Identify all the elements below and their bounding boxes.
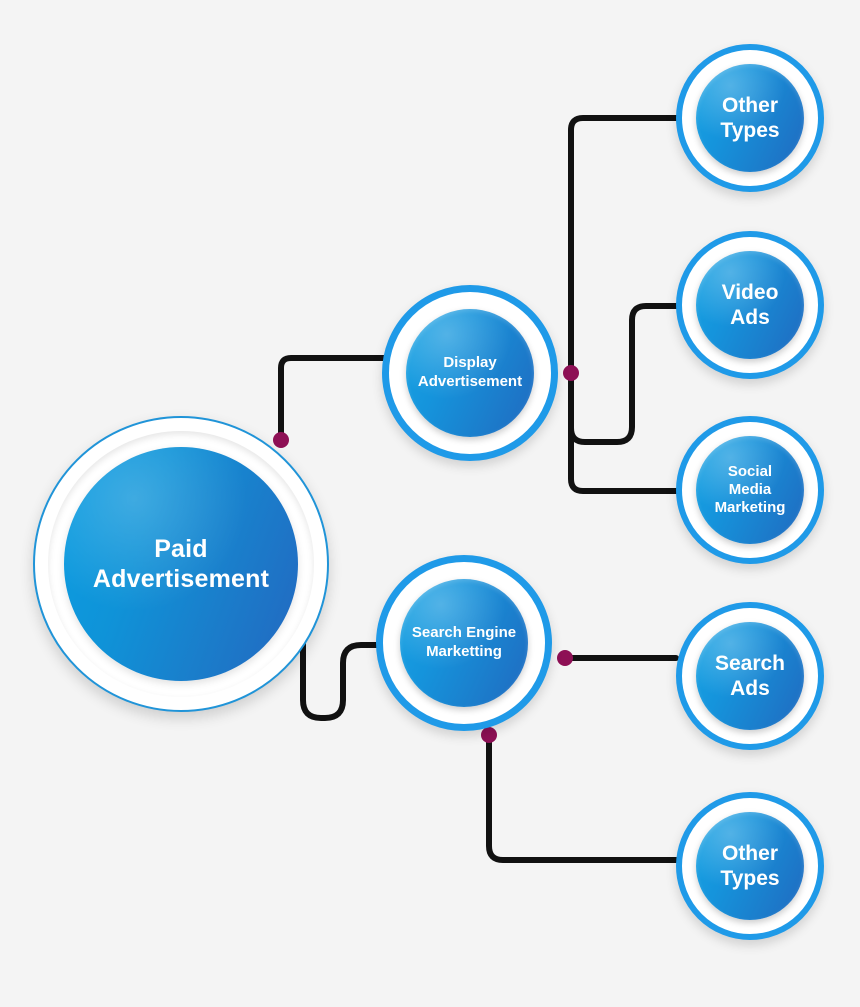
connector-display-to-video-ads	[568, 303, 679, 445]
node-social-media-marketing[interactable]: Social Media Marketing	[676, 416, 824, 564]
node-paid-advertisement[interactable]: Paid Advertisement	[33, 416, 329, 712]
node-search-ads[interactable]: Search Ads	[676, 602, 824, 750]
junction-dot-root-top	[273, 432, 289, 448]
node-core: Other Types	[696, 812, 804, 920]
node-label-paid-advertisement: Paid Advertisement	[92, 534, 270, 594]
node-label-search-ads: Search Ads	[714, 651, 786, 700]
node-label-display-advertisement: Display Advertisement	[417, 354, 523, 390]
node-video-ads[interactable]: Video Ads	[676, 231, 824, 379]
junction-dot-sem-bottom	[481, 727, 497, 743]
node-label-video-ads: Video Ads	[721, 280, 779, 329]
node-label-social-media-marketing: Social Media Marketing	[714, 462, 786, 517]
node-sem-other-types[interactable]: Other Types	[676, 792, 824, 940]
connector-display-to-social-media	[568, 370, 679, 494]
node-label-search-engine-marketting: Search Engine Marketting	[411, 624, 517, 660]
connector-sem-to-other-types	[486, 732, 679, 863]
connector-root-to-display	[278, 355, 395, 443]
node-core: Social Media Marketing	[696, 436, 804, 544]
node-core: Paid Advertisement	[64, 447, 298, 681]
node-label-display-other-types: Other Types	[720, 93, 780, 142]
junction-dot-sem-right	[557, 650, 573, 666]
connector-display-to-other-types	[568, 115, 679, 376]
node-core: Search Ads	[696, 622, 804, 730]
node-display-advertisement[interactable]: Display Advertisement	[382, 285, 558, 461]
node-core: Other Types	[696, 64, 804, 172]
node-search-engine-marketting[interactable]: Search Engine Marketting	[376, 555, 552, 731]
node-core: Search Engine Marketting	[400, 579, 528, 707]
node-display-other-types[interactable]: Other Types	[676, 44, 824, 192]
junction-dot-display-right	[563, 365, 579, 381]
node-core: Display Advertisement	[406, 309, 534, 437]
node-core: Video Ads	[696, 251, 804, 359]
node-label-sem-other-types: Other Types	[720, 841, 780, 890]
